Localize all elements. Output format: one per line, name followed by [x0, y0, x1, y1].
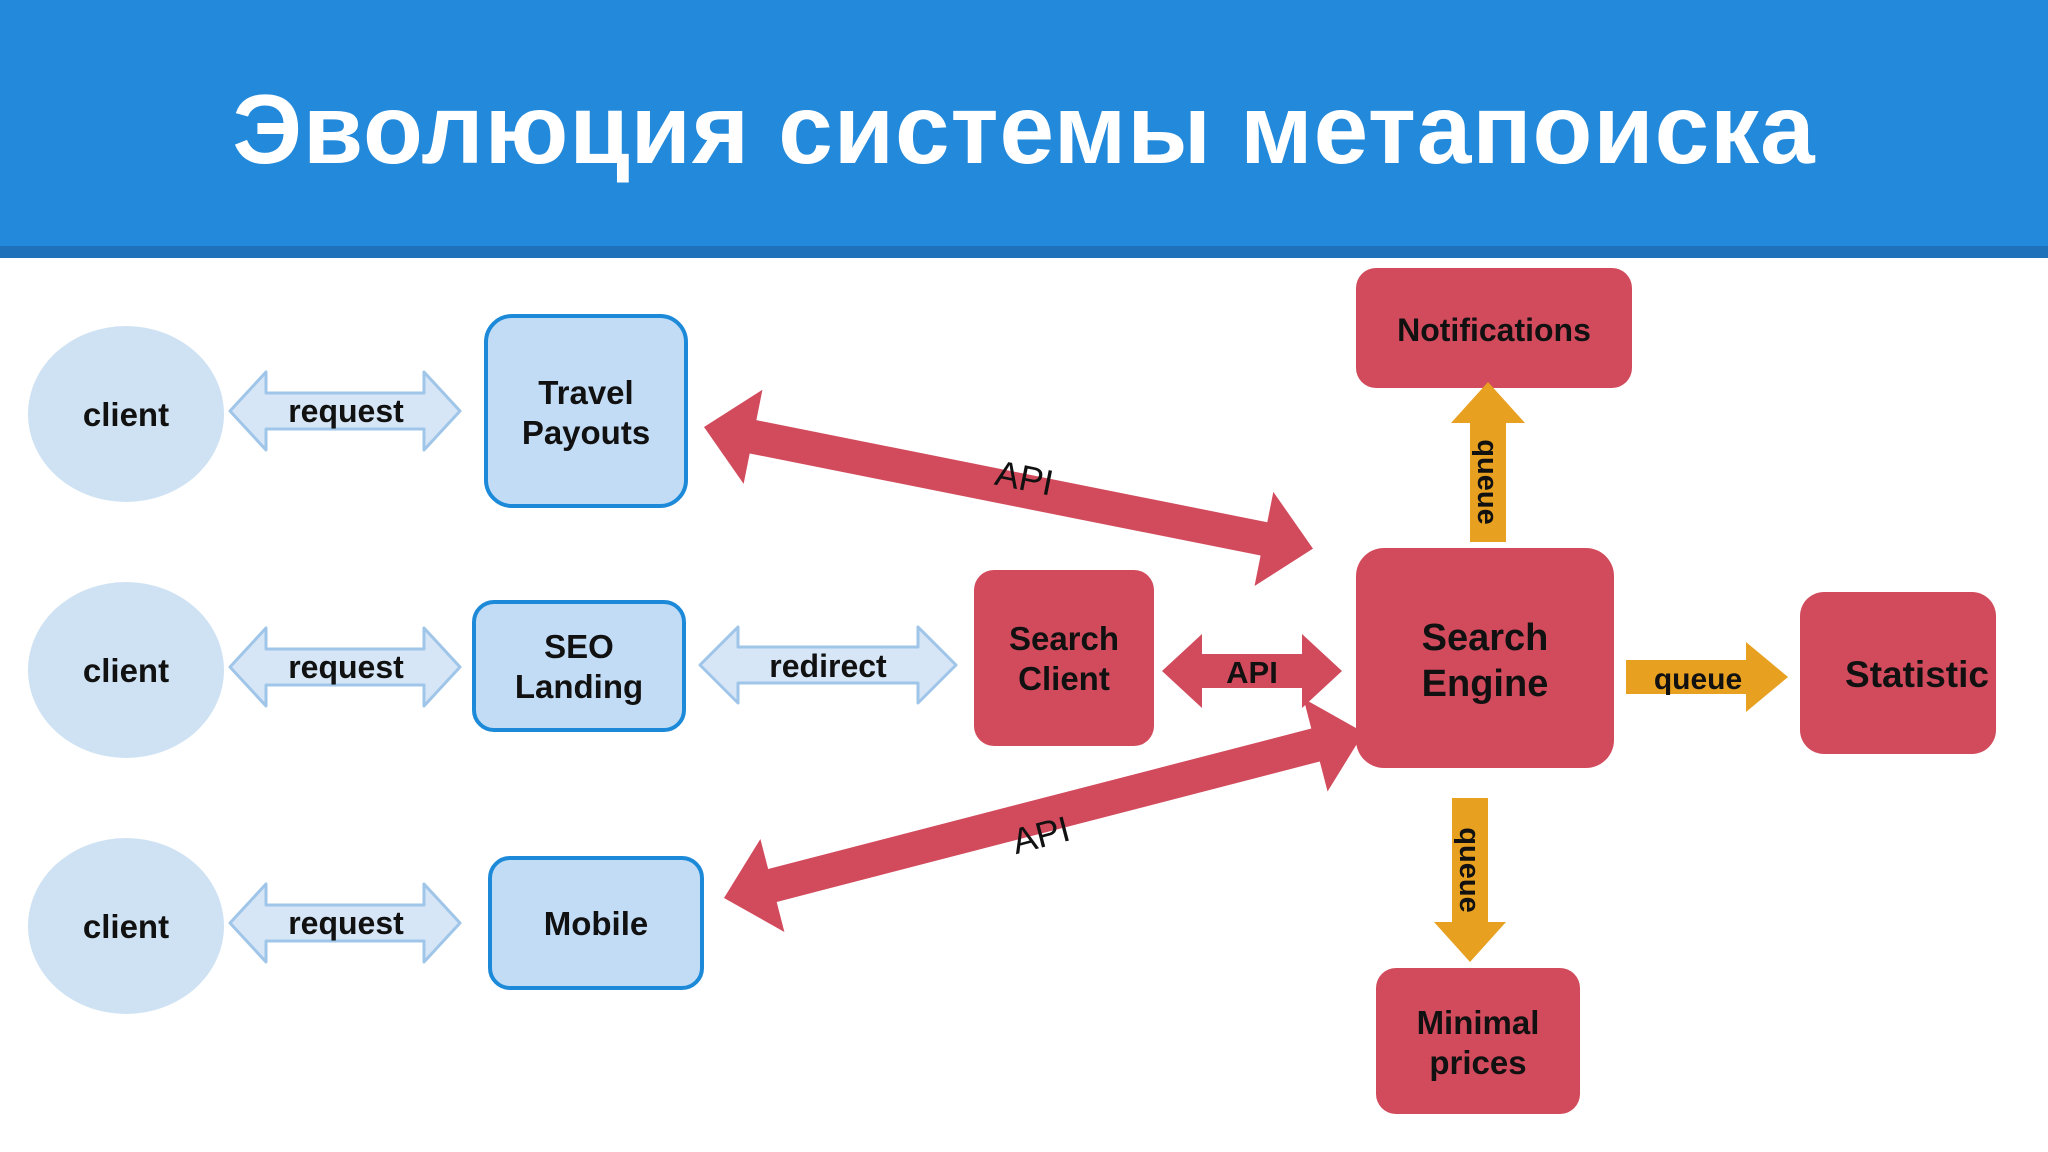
title-bar-rule: [0, 246, 2048, 258]
search-client-box: [974, 570, 1154, 746]
client-label-3: client: [83, 908, 169, 945]
request-arrow-1: [228, 370, 462, 452]
minimal-prices-line1: Minimal: [1417, 1004, 1540, 1041]
travel-payouts-line1: Travel: [538, 374, 633, 411]
notifications-box: [1356, 268, 1632, 388]
travel-payouts-line2: Payouts: [522, 414, 650, 451]
client-label-1: client: [83, 396, 169, 433]
redirect-label: redirect: [769, 648, 887, 684]
mobile-box: [488, 856, 704, 990]
queue-label-right: queue: [1654, 663, 1742, 696]
search-engine-line2: Engine: [1422, 663, 1549, 705]
request-label-1: request: [288, 393, 404, 429]
search-client-line1: Search: [1009, 620, 1119, 657]
queue-arrow-down: [1434, 798, 1506, 962]
client-node-2: [28, 582, 224, 758]
request-arrow-3: [228, 882, 462, 964]
seo-landing-box: [472, 600, 686, 732]
request-label-2: request: [288, 649, 404, 685]
seo-landing-line2: Landing: [515, 668, 643, 705]
statistic-box: [1800, 592, 1996, 754]
notifications-label: Notifications: [1397, 312, 1591, 348]
minimal-prices-box: [1376, 968, 1580, 1114]
seo-landing-line1: SEO: [544, 628, 614, 665]
mobile-label: Mobile: [544, 905, 649, 942]
title-bar: [0, 0, 2048, 246]
queue-label-down: queue: [1453, 827, 1485, 912]
client-node-3: [28, 838, 224, 1014]
search-engine-box: [1356, 548, 1614, 768]
travel-payouts-box: [484, 314, 688, 508]
queue-arrow-up: [1451, 382, 1525, 542]
redirect-arrow: [698, 625, 958, 705]
statistic-label: Statistic: [1845, 654, 1989, 695]
client-label-2: client: [83, 652, 169, 689]
request-arrow-2: [228, 626, 462, 708]
queue-arrow-right: [1626, 642, 1788, 712]
page-title: Эволюция системы метапоиска: [232, 73, 1816, 184]
api-label-middle: API: [1226, 655, 1278, 690]
minimal-prices-line2: prices: [1429, 1044, 1526, 1081]
client-node-1: [28, 326, 224, 502]
api-arrow-bottom: [724, 698, 1364, 932]
search-client-line2: Client: [1018, 660, 1110, 697]
search-engine-line1: Search: [1422, 617, 1549, 659]
queue-label-up: queue: [1471, 439, 1503, 524]
api-arrow-middle: [1162, 634, 1342, 708]
api-arrow-top: [704, 389, 1313, 586]
request-label-3: request: [288, 905, 404, 941]
